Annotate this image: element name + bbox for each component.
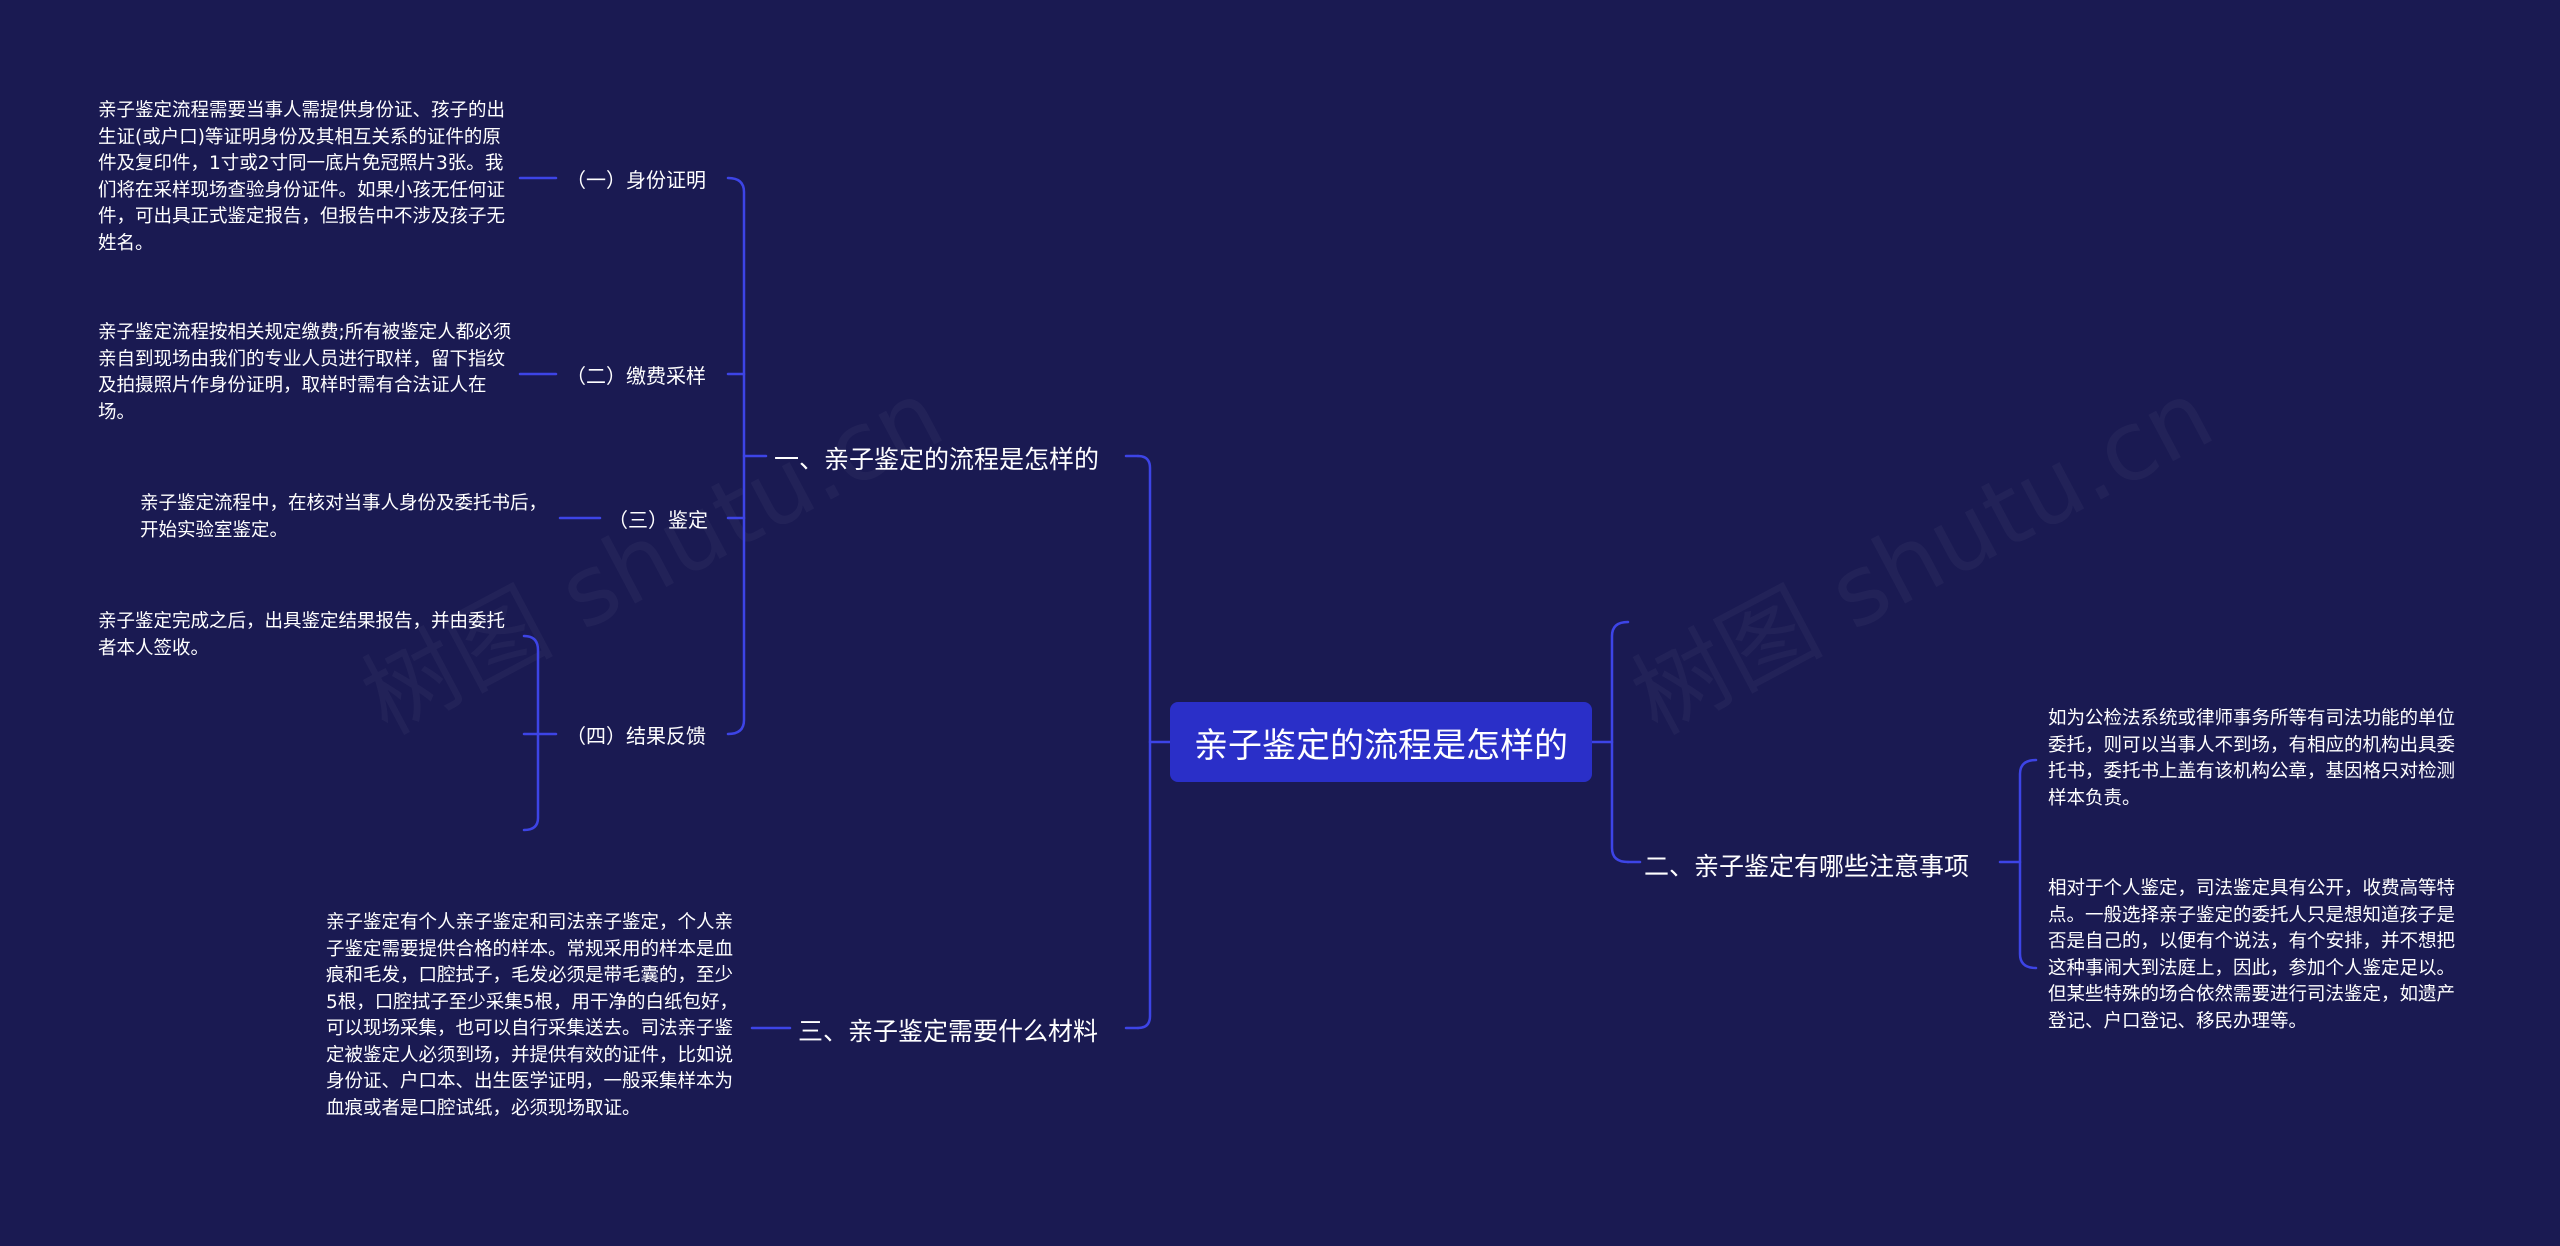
subtopic-identity-label: （一）身份证明 (566, 168, 706, 192)
leaf-materials-text: 亲子鉴定有个人亲子鉴定和司法亲子鉴定，个人亲子鉴定需要提供合格的样本。常规采用的… (326, 912, 739, 1119)
root-topic[interactable]: 亲子鉴定的流程是怎样的 (1170, 702, 1592, 782)
leaf-payment-sampling-text: 亲子鉴定流程按相关规定缴费;所有被鉴定人都必须亲自到现场由我们的专业人员进行取样… (98, 322, 512, 423)
connector-trunk-right (1610, 620, 1630, 864)
leaf-notes-text-1: 如为公检法系统或律师事务所等有司法功能的单位委托，则可以当事人不到场，有相应的机… (2048, 708, 2456, 809)
branch-process[interactable]: 一、亲子鉴定的流程是怎样的 (774, 440, 1099, 476)
root-topic-label: 亲子鉴定的流程是怎样的 (1194, 725, 1568, 766)
branch-materials-label: 三、亲子鉴定需要什么材料 (798, 1017, 1099, 1046)
subtopic-payment-sampling-label: （二）缴费采样 (566, 364, 706, 388)
connector-trunk-left (1136, 454, 1152, 1030)
branch-notes[interactable]: 二、亲子鉴定有哪些注意事项 (1644, 847, 1969, 883)
connector-b2-children (2018, 758, 2038, 970)
subtopic-appraisal-label: （三）鉴定 (608, 508, 708, 532)
branch-process-label: 一、亲子鉴定的流程是怎样的 (774, 445, 1100, 474)
leaf-notes-text-2: 相对于个人鉴定，司法鉴定具有公开，收费高等特点。一般选择亲子鉴定的委托人只是想知… (2048, 878, 2456, 1032)
connector-b1-children (726, 176, 746, 736)
branch-materials[interactable]: 三、亲子鉴定需要什么材料 (798, 1012, 1098, 1048)
leaf-result-feedback-text: 亲子鉴定完成之后，出具鉴定结果报告，并由委托者本人签收。 (98, 611, 506, 659)
subtopic-payment-sampling[interactable]: （二）缴费采样 (566, 360, 706, 389)
leaf-identity-text: 亲子鉴定流程需要当事人需提供身份证、孩子的出生证(或户口)等证明身份及其相互关系… (98, 100, 506, 254)
leaf-appraisal-text: 亲子鉴定流程中，在核对当事人身份及委托书后，开始实验室鉴定。 (140, 493, 548, 541)
subtopic-result-feedback[interactable]: （四）结果反馈 (566, 720, 706, 749)
subtopic-appraisal[interactable]: （三）鉴定 (608, 504, 708, 533)
subtopic-identity[interactable]: （一）身份证明 (566, 164, 706, 193)
subtopic-result-feedback-label: （四）结果反馈 (566, 724, 706, 748)
branch-notes-label: 二、亲子鉴定有哪些注意事项 (1644, 852, 1970, 881)
